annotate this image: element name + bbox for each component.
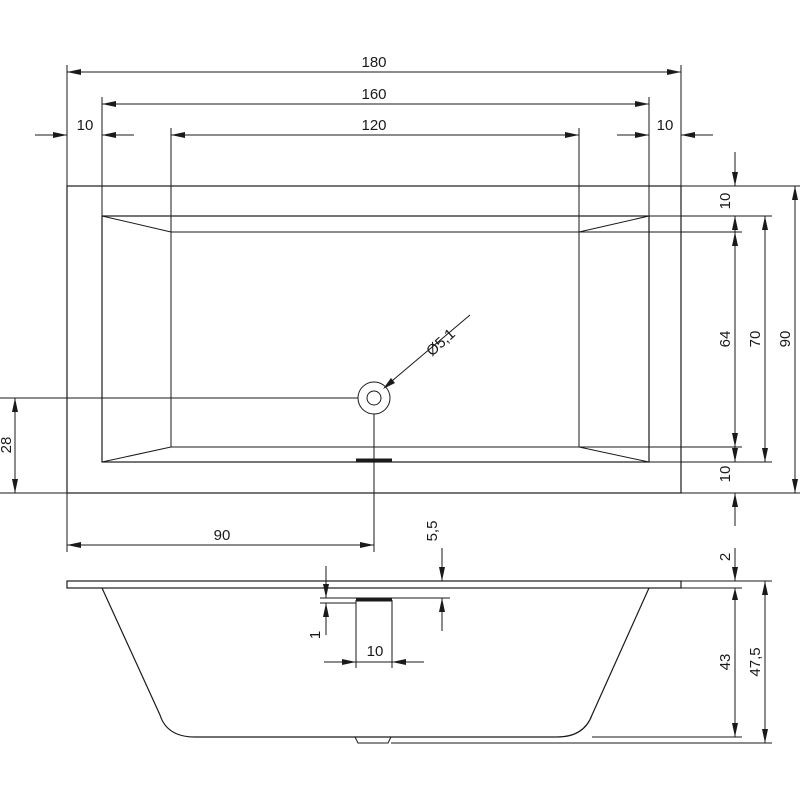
drain-offset-y-label: 28	[0, 437, 15, 454]
side-extension-lines	[320, 580, 772, 744]
dimension-rim-bottom-width	[732, 428, 738, 526]
tub-rim-profile	[66, 580, 682, 589]
inner-depth-label: 43	[717, 654, 734, 671]
tub-body-profile	[101, 587, 650, 738]
dimension-drain-offset-x	[67, 542, 374, 548]
bottom-width-label: 64	[717, 331, 734, 348]
dimension-inner-length	[102, 101, 649, 107]
dimension-overflow-width	[324, 659, 424, 665]
rim-top-width-label: 10	[717, 193, 734, 210]
total-height-label: 47,5	[747, 647, 764, 676]
dimension-overall-width	[792, 186, 798, 493]
overflow-depth-label: 1	[307, 631, 324, 639]
dimension-overflow-depth	[323, 566, 329, 635]
dimension-inner-width	[762, 216, 768, 462]
bottom-length-label: 120	[361, 117, 386, 134]
dimension-bottom-length	[171, 132, 579, 138]
rim-right-label: 10	[657, 117, 674, 134]
rim-bottom-width-label: 10	[717, 466, 734, 483]
dimension-overflow-height	[439, 548, 445, 631]
overall-width-label: 90	[777, 331, 794, 348]
inner-length-label: 160	[361, 86, 386, 103]
drain-offset-x-label: 90	[214, 527, 231, 544]
drain-diameter-leader	[383, 314, 471, 389]
dimension-overall-length	[67, 69, 681, 75]
tub-inner-rim-outline	[101, 215, 650, 463]
drain-profile	[354, 736, 392, 744]
dimension-inner-depth	[732, 588, 738, 737]
drain-diameter-label: Ø5,1	[423, 325, 459, 359]
dimension-total-height	[762, 581, 768, 743]
dimension-drain-offset-y	[12, 398, 18, 493]
overflow-width-label: 10	[367, 643, 384, 660]
overflow-height-label: 5,5	[424, 521, 441, 542]
tub-slope-lines	[101, 215, 650, 463]
rim-thickness-label: 2	[717, 553, 734, 561]
extension-lines	[0, 65, 800, 552]
side-view	[66, 580, 682, 744]
overall-length-label: 180	[361, 54, 386, 71]
tub-bottom-outline	[170, 231, 580, 448]
rim-left-label: 10	[77, 117, 94, 134]
dimension-rim-right	[617, 132, 713, 138]
inner-width-label: 70	[747, 331, 764, 348]
dimension-rim-left	[35, 132, 134, 138]
